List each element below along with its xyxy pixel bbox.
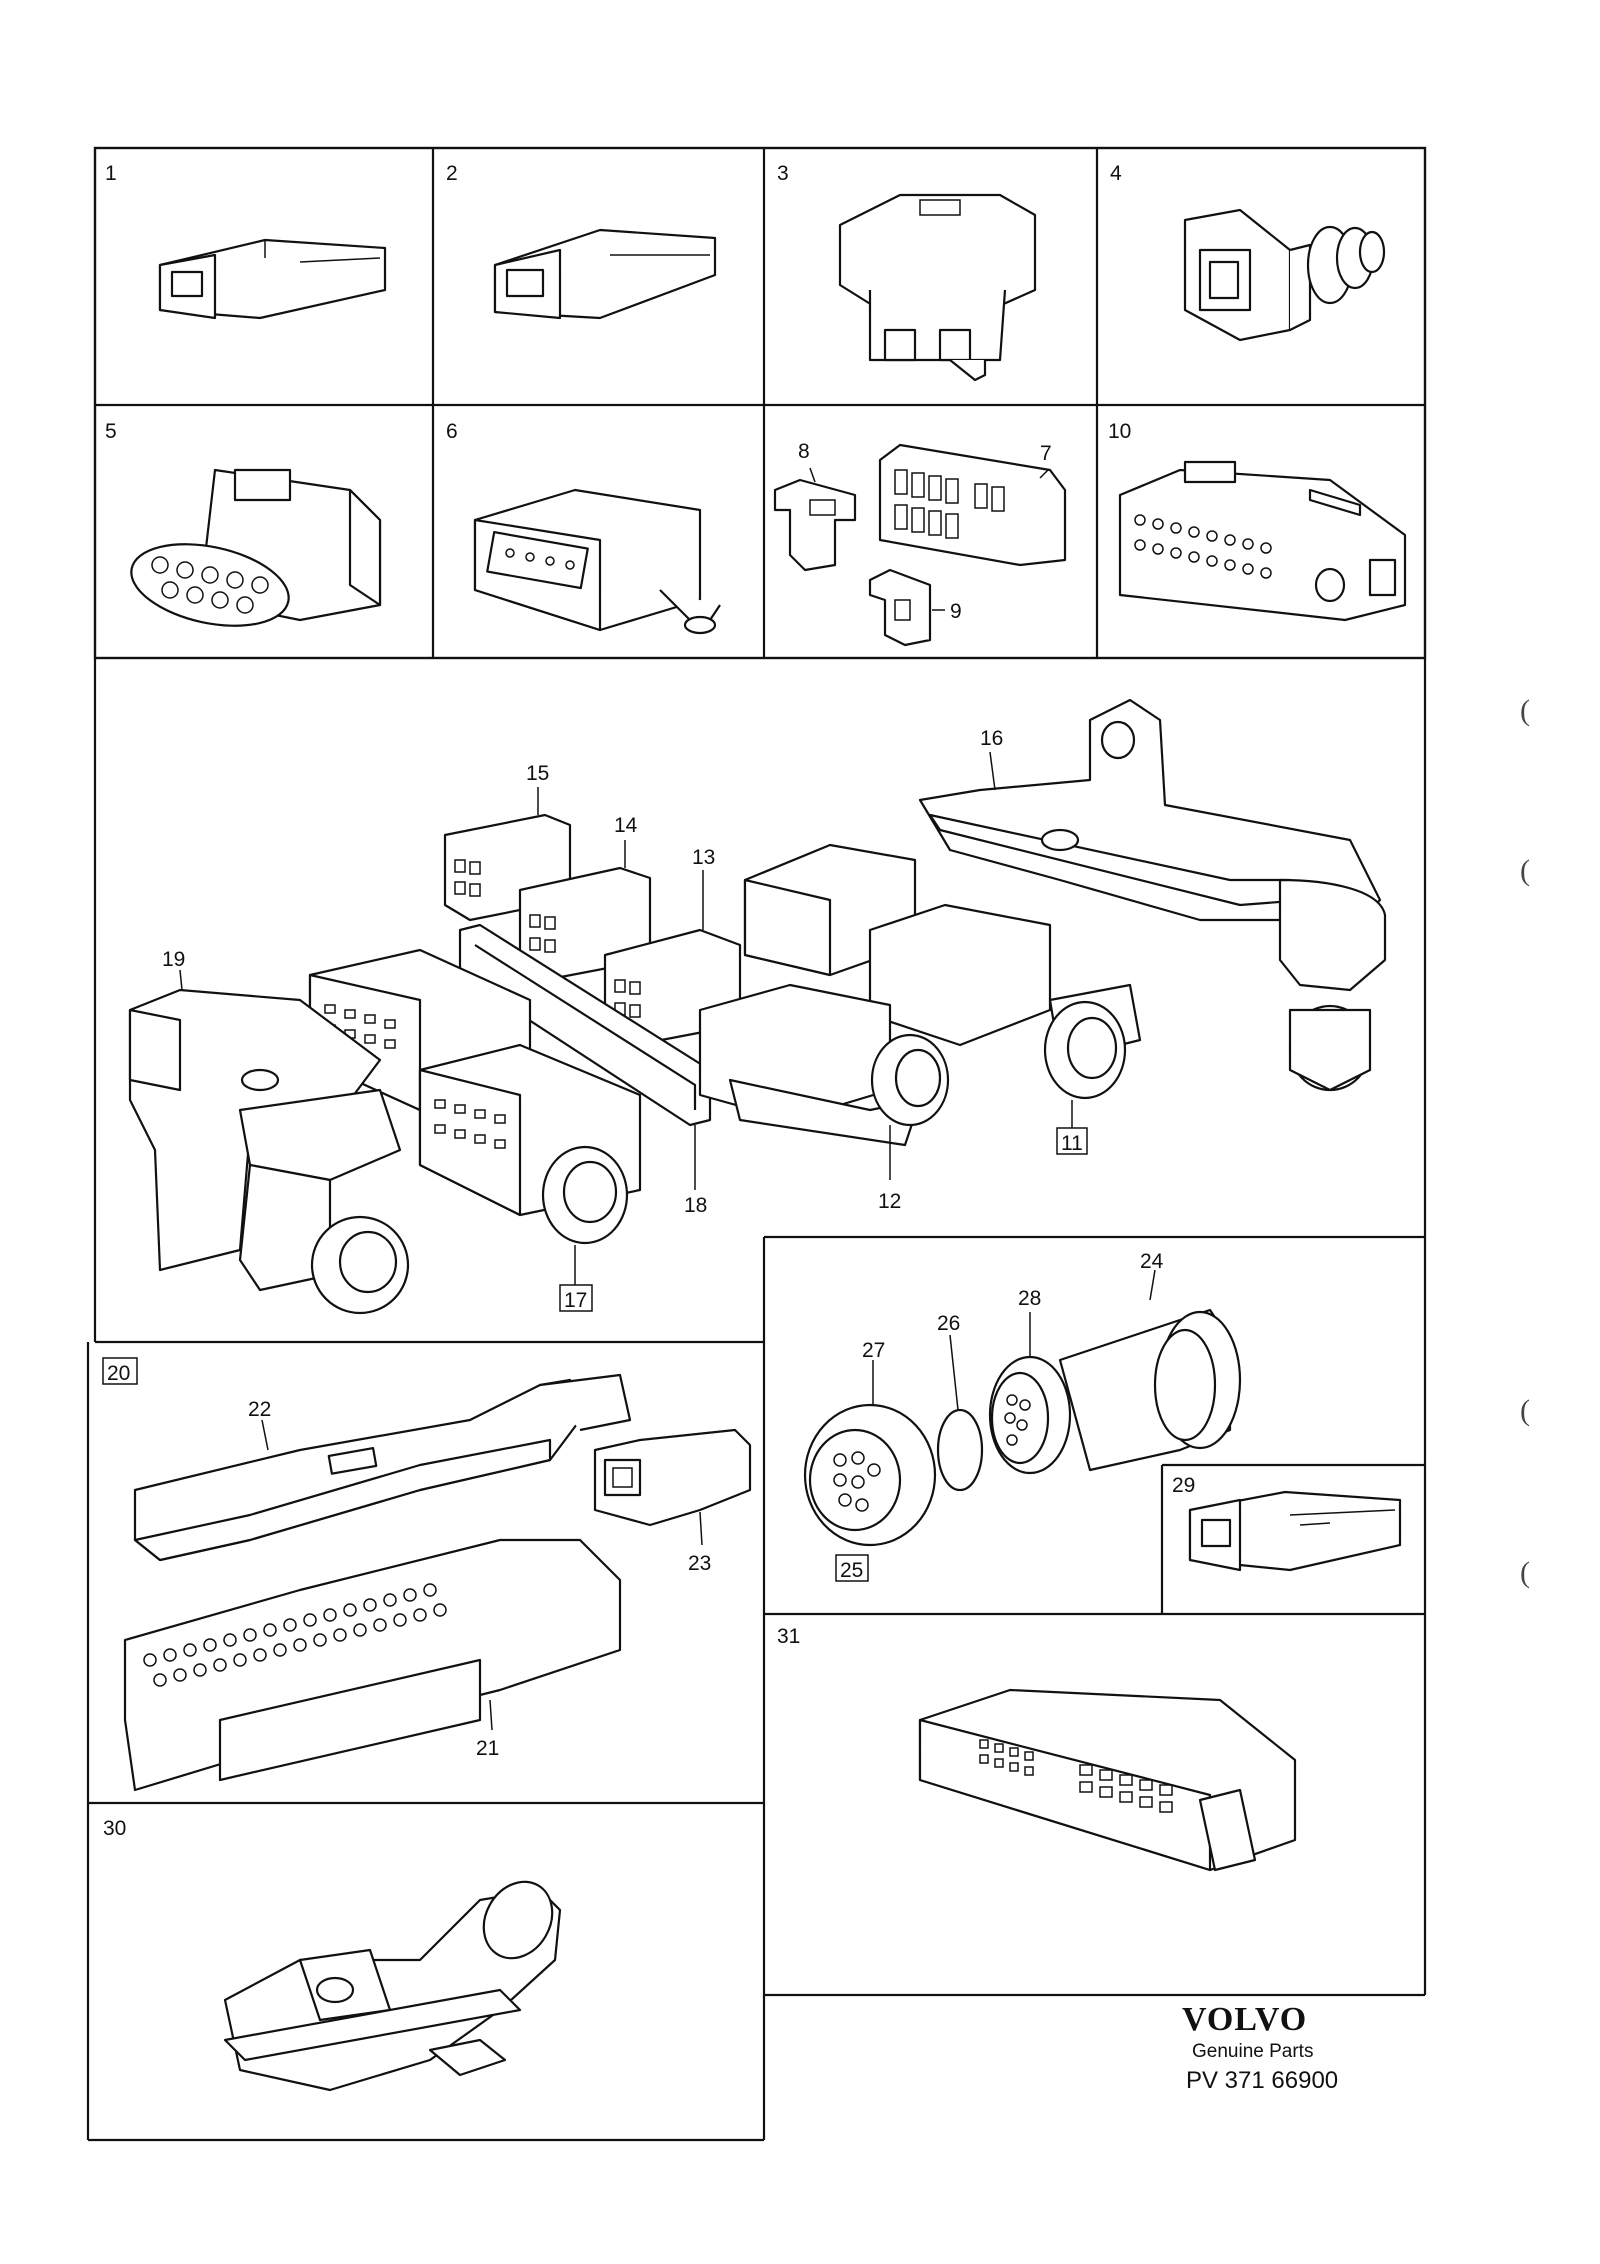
margin-mark: ( <box>1520 854 1530 887</box>
label-14: 14 <box>614 814 638 837</box>
connector-part-5 <box>130 468 382 627</box>
connector-part-10 <box>1118 460 1407 622</box>
label-26: 26 <box>937 1312 960 1335</box>
connector-part-2 <box>493 228 717 320</box>
label-31: 31 <box>777 1625 800 1648</box>
label-13: 13 <box>692 846 715 869</box>
retainer-part-9 <box>868 568 932 647</box>
label-21: 21 <box>476 1737 499 1760</box>
cover-part-22 <box>133 1373 632 1562</box>
label-3: 3 <box>777 162 789 185</box>
label-10: 10 <box>1108 420 1131 443</box>
grommet-part-11 <box>1043 983 1142 1100</box>
part-number: PV 371 66900 <box>1186 2067 1338 2094</box>
housing-part-19 <box>128 988 410 1315</box>
margin-mark: ( <box>1520 1556 1530 1589</box>
margin-mark: ( <box>1520 1394 1530 1427</box>
label-12: 12 <box>878 1190 901 1213</box>
boot-part-23 <box>593 1428 752 1527</box>
label-27: 27 <box>862 1339 885 1362</box>
label-23: 23 <box>688 1552 711 1575</box>
label-28: 28 <box>1018 1287 1041 1310</box>
housing-part-16 <box>918 698 1387 1092</box>
label-18: 18 <box>684 1194 707 1217</box>
label-24: 24 <box>1140 1250 1164 1273</box>
brand-name: VOLVO <box>1182 2001 1307 2038</box>
label-8: 8 <box>798 440 810 463</box>
label-5: 5 <box>105 420 117 443</box>
label-6: 6 <box>446 420 458 443</box>
label-25: 25 <box>840 1559 863 1582</box>
label-20: 20 <box>107 1362 130 1385</box>
connector-part-29 <box>1188 1490 1402 1572</box>
label-4: 4 <box>1110 162 1122 185</box>
connector-part-3 <box>838 193 1037 382</box>
label-16: 16 <box>980 727 1003 750</box>
connector-assembly-24-28 <box>803 1308 1242 1547</box>
connector-part-21 <box>123 1538 622 1792</box>
label-2: 2 <box>446 162 458 185</box>
hood-part-30 <box>223 1880 562 2092</box>
ecu-connector-part-31 <box>918 1688 1297 1872</box>
label-22: 22 <box>248 1398 271 1421</box>
terminal-block-middle <box>698 843 1052 1147</box>
volvo-logo: VOLVO <box>1182 2001 1307 2038</box>
label-29: 29 <box>1172 1474 1195 1497</box>
label-15: 15 <box>526 762 549 785</box>
label-19: 19 <box>162 948 185 971</box>
label-30: 30 <box>103 1817 126 1840</box>
cavity-holes-5 <box>151 556 269 614</box>
tagline: Genuine Parts <box>1192 2041 1313 2062</box>
retainer-part-8 <box>773 478 857 572</box>
label-17: 17 <box>564 1289 587 1312</box>
label-9: 9 <box>950 600 962 623</box>
label-1: 1 <box>105 162 117 185</box>
grommet-part-12 <box>870 1033 950 1127</box>
label-7: 7 <box>1040 442 1052 465</box>
panel-frame <box>86 146 1427 2142</box>
connector-part-6 <box>473 488 721 635</box>
margin-mark: ( <box>1520 694 1530 727</box>
grommet-part-17 <box>541 1145 629 1245</box>
connector-part-4 <box>1183 208 1386 342</box>
connector-part-7 <box>878 443 1067 567</box>
connector-part-1 <box>158 238 387 320</box>
label-11: 11 <box>1061 1132 1083 1155</box>
